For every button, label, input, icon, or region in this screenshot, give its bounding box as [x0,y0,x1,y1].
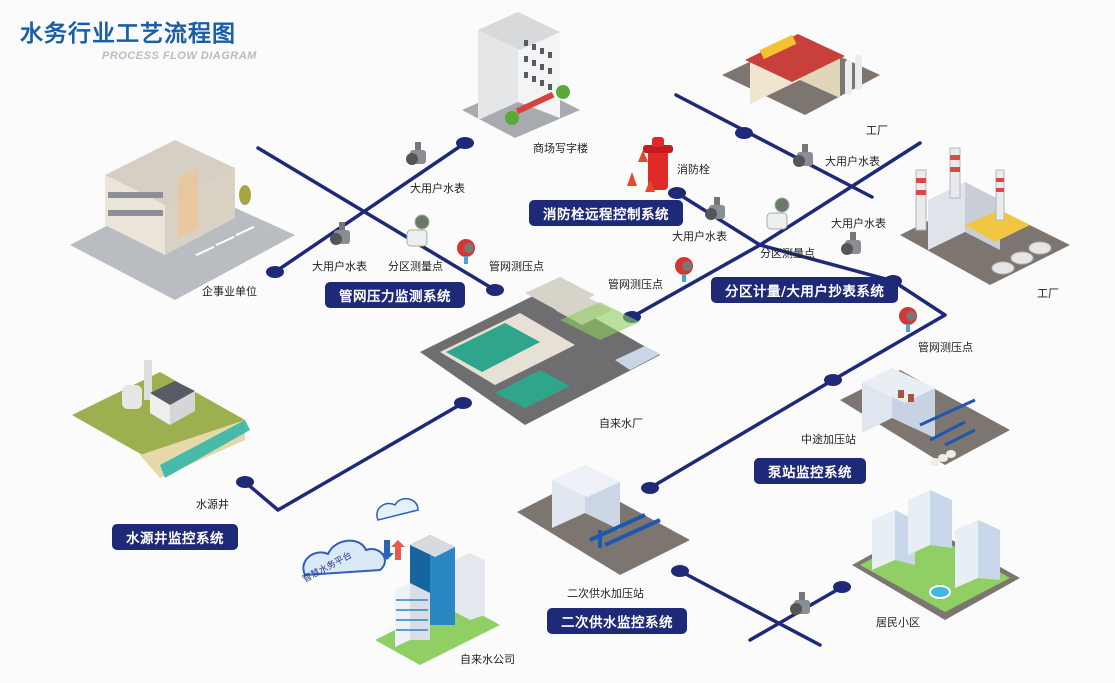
pipe-node [833,581,851,593]
flow-meter-icon [766,197,790,230]
pipe-node [486,284,504,296]
device-label-meter-2: 大用户水表 [312,260,367,273]
pipe-node [236,476,254,488]
pipe-node [671,565,689,577]
device-label-flow-1: 分区测量点 [388,260,443,273]
power-plant-factory-icon [900,147,1070,285]
warehouse-factory-icon [722,34,880,115]
pipe-enterprise-to-office [273,141,467,274]
device-label-meter-3: 大用户水表 [672,230,727,243]
pipe-zone-to-booster [758,243,947,382]
pipe-enterprise-to-waterworks [256,146,497,292]
system-badge-well-monitoring[interactable]: 水源井监控系统 [112,524,238,550]
site-label-office-mall: 商场写字楼 [533,142,588,155]
enterprise-building-icon [70,140,295,300]
secondary-booster-station-icon [517,465,690,575]
pressure-gauge-icon [899,307,917,332]
site-label-water-company: 自来水公司 [460,653,515,666]
waterworks-icon [420,277,660,425]
flow-meter-icon [406,214,430,247]
pipe-node [824,374,842,386]
residential-buildings-icon [852,490,1020,620]
device-label-pressure-1: 管网测压点 [489,260,544,273]
page-subtitle: PROCESS FLOW DIAGRAM [102,50,257,62]
water-meter-icon [841,232,861,255]
pipe-node [266,266,284,278]
pipe-node [668,187,686,199]
pipe-node [735,127,753,139]
pipe-node [456,137,474,149]
pipe-secondary-to-residential-a [678,569,822,647]
water-meter-icon [790,592,810,615]
site-label-booster-mid: 中途加压站 [801,433,856,446]
device-label-meter-5: 大用户水表 [831,217,886,230]
device-label-pressure-3: 管网测压点 [918,341,973,354]
pressure-gauge-icon [457,239,475,264]
office-building-icon [462,12,580,138]
device-label-flow-2: 分区测量点 [760,247,815,260]
pipe-booster-to-secondary [648,378,835,490]
system-badge-hydrant-control[interactable]: 消防栓远程控制系统 [529,200,683,226]
site-label-water-well: 水源井 [196,498,229,511]
system-badge-pump-station[interactable]: 泵站监控系统 [754,458,866,484]
pressure-gauge-icon [675,257,693,282]
system-badge-zone-metering[interactable]: 分区计量/大用户抄表系统 [711,277,899,303]
site-label-enterprise: 企事业单位 [202,285,257,298]
pipe-node [454,397,472,409]
water-company-building-icon [375,535,500,665]
mid-booster-station-icon [840,368,1010,466]
device-label-meter-1: 大用户水表 [410,182,465,195]
water-well-station-icon [72,360,250,478]
site-label-residential: 居民小区 [876,616,920,629]
device-label-meter-4: 大用户水表 [825,155,880,168]
pipe-factory-top [674,93,874,199]
cloud-platform-icon [302,498,419,577]
site-label-waterworks: 自来水厂 [599,417,643,430]
pipe-node [641,482,659,494]
site-label-secondary-booster: 二次供水加压站 [567,587,644,600]
water-meter-icon [705,197,725,220]
device-label-pressure-2: 管网测压点 [608,278,663,291]
site-label-factory-top: 工厂 [866,124,888,137]
site-label-factory-right: 工厂 [1037,287,1059,300]
system-badge-secondary-supply[interactable]: 二次供水监控系统 [547,608,687,634]
water-meter-icon [406,142,426,165]
water-meter-icon [330,222,350,245]
water-meter-icon [793,144,813,167]
fire-hydrant-icon [627,137,673,192]
site-label-hydrant: 消防栓 [677,163,710,176]
pipe-well [243,401,465,512]
page-title: 水务行业工艺流程图 [20,21,236,47]
system-badge-pressure-monitoring[interactable]: 管网压力监测系统 [325,282,465,308]
